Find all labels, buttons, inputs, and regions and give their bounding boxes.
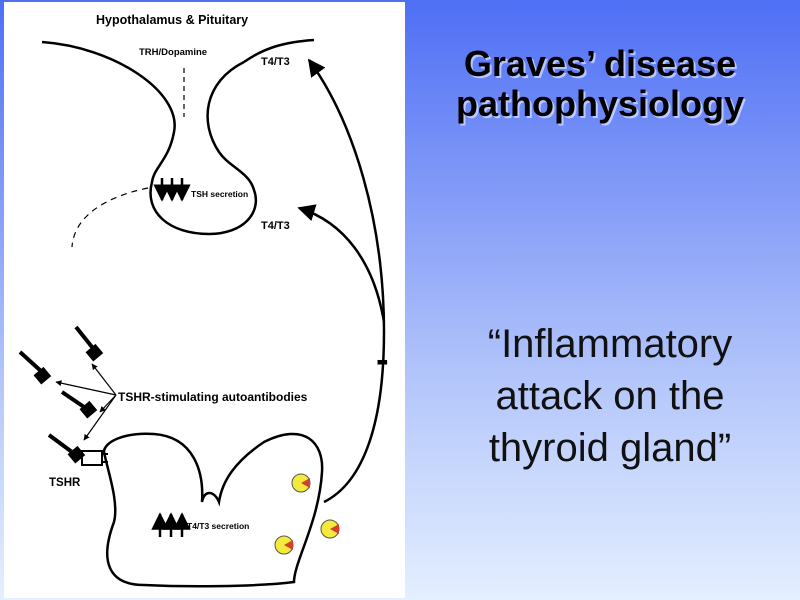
antibody-2 xyxy=(18,350,52,385)
t4t3-lower-label: T4/T3 xyxy=(261,220,290,232)
pituitary-outline-left xyxy=(41,40,258,236)
t4t3-up-arrows xyxy=(151,512,191,537)
graves-diagram: - xyxy=(18,13,389,588)
autoantibody-pointer-lines xyxy=(55,363,117,441)
antibody-3 xyxy=(60,390,98,419)
slide-title-line-1: Graves’ disease xyxy=(463,43,737,84)
trh-label: TRH/Dopamine xyxy=(139,47,207,58)
antibody-4 xyxy=(47,433,86,464)
pituitary-outline-right xyxy=(243,38,315,64)
tshr-receptor xyxy=(81,450,108,466)
slide-title: Graves’ disease pathophysiology xyxy=(405,44,795,124)
attacker-icon-1 xyxy=(291,473,311,493)
slide-quote: “Inflammatory attack on the thyroid glan… xyxy=(430,318,790,474)
feedback-arrow-lower xyxy=(297,204,386,323)
autoantibodies-label: TSHR-stimulating autoantibodies xyxy=(118,390,308,404)
slide-title-line-2: pathophysiology xyxy=(456,83,744,124)
tsh-dashed-curve xyxy=(71,187,149,248)
hypothalamus-label: Hypothalamus & Pituitary xyxy=(96,13,248,27)
thyroid-outline xyxy=(102,432,324,588)
feedback-minus: - xyxy=(376,339,389,381)
slide-quote-line-2: attack on the xyxy=(495,374,725,418)
t4t3-upper-label: T4/T3 xyxy=(261,56,290,68)
feedback-arrow-upper xyxy=(307,58,386,504)
tsh-down-arrows xyxy=(153,178,191,202)
tshr-label: TSHR xyxy=(49,477,81,489)
attacker-icon-2 xyxy=(320,519,340,539)
t4t3-secretion-label: T4/T3 secretion xyxy=(187,521,249,531)
tsh-secretion-label: TSH secretion xyxy=(191,189,248,199)
slide-quote-line-3: thyroid gland” xyxy=(488,426,732,470)
attacker-icon-3 xyxy=(274,535,294,555)
slide-quote-line-1: “Inflammatory xyxy=(487,322,733,366)
diagram-panel: - xyxy=(4,2,405,598)
antibody-1 xyxy=(74,325,104,362)
